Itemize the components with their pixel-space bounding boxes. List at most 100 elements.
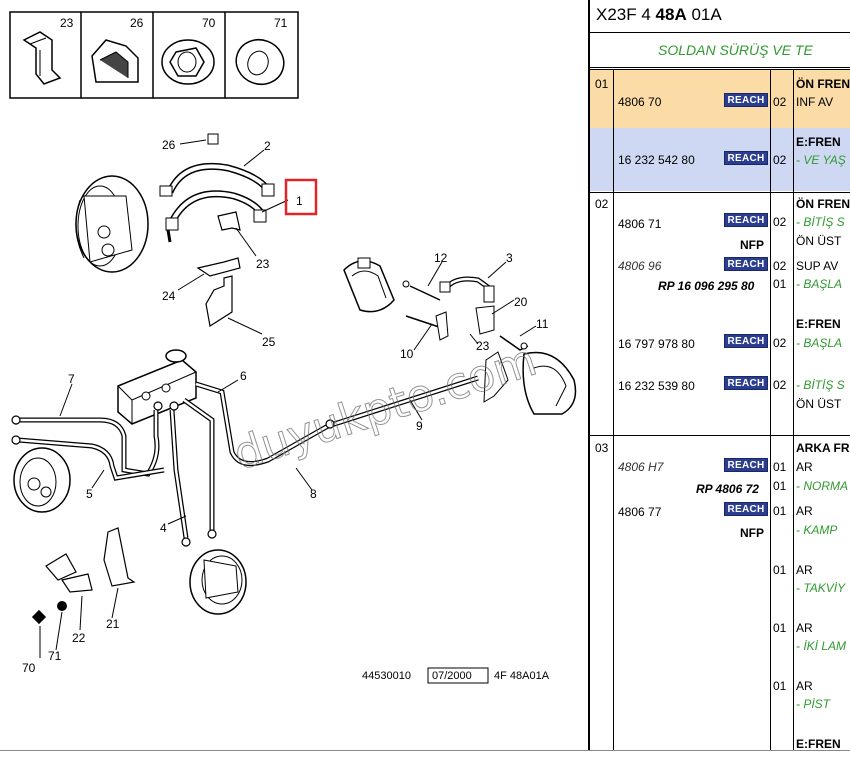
front-right-caliper[interactable] — [343, 257, 395, 313]
quantity: 02 — [773, 95, 787, 109]
callout-11[interactable]: 11 — [536, 317, 549, 331]
quantity: 02 — [773, 153, 787, 167]
callout-9[interactable]: 9 — [416, 419, 423, 433]
description-note: - NORMA — [796, 479, 848, 493]
part-number[interactable]: 4806 H7 — [618, 460, 664, 474]
reach-badge: REACH — [724, 93, 768, 107]
callout-21[interactable]: 21 — [106, 617, 120, 631]
front-brake-hoses[interactable] — [159, 162, 275, 243]
description-note: - VE YAŞ — [796, 153, 846, 167]
thumb-label-71: 71 — [274, 16, 288, 30]
callout-71[interactable]: 71 — [48, 649, 62, 663]
diagram-ref-code: 44530010 — [362, 670, 411, 682]
callout-box-highlight[interactable] — [284, 178, 318, 216]
description: ÖN ÜST — [796, 234, 842, 248]
nut-70-icon — [161, 39, 215, 85]
front-left-brake-disc[interactable] — [75, 175, 149, 273]
reach-badge: REACH — [724, 151, 768, 165]
callout-2[interactable]: 2 — [264, 139, 271, 153]
reach-badge: REACH — [724, 213, 768, 227]
diagram-canvas: 23 26 70 71 — [9, 11, 577, 684]
part-number[interactable]: 4806 70 — [618, 95, 662, 109]
description: AR — [796, 563, 813, 577]
part-number[interactable]: 16 232 542 80 — [618, 153, 695, 167]
callout-20[interactable]: 20 — [514, 295, 528, 309]
quantity: 02 — [773, 336, 787, 350]
bracket-23[interactable] — [217, 211, 241, 231]
rear-left-drum[interactable] — [13, 447, 71, 513]
reach-badge: REACH — [724, 257, 768, 271]
callout-26[interactable]: 26 — [162, 138, 176, 152]
bracket-25[interactable] — [205, 275, 233, 327]
quantity: 01 — [773, 504, 787, 518]
reach-badge: REACH — [724, 458, 768, 472]
description-note: - İKİ LAM — [796, 639, 847, 653]
nfp-flag: NFP — [740, 526, 764, 540]
description: AR — [796, 621, 813, 635]
description-note: - BAŞLA — [796, 277, 843, 291]
quantity: 02 — [773, 378, 787, 392]
rear-right-drum[interactable] — [189, 549, 247, 615]
callout-12[interactable]: 12 — [434, 251, 448, 265]
description: SUP AV — [796, 259, 839, 273]
ref-bold: 48A — [655, 5, 687, 24]
row-highlight-orange[interactable] — [590, 70, 850, 128]
description: ÖN ÜST — [796, 397, 842, 411]
group-number: 03 — [595, 441, 609, 455]
part-number[interactable]: 4806 71 — [618, 217, 662, 231]
brake-valve-block[interactable] — [117, 349, 197, 425]
thumbnail-strip: 23 26 70 71 — [9, 11, 299, 99]
callout-70[interactable]: 70 — [22, 661, 36, 675]
part-number[interactable]: 4806 77 — [618, 505, 662, 519]
callout-1[interactable]: 1 — [296, 194, 303, 208]
part-number[interactable]: 16 797 978 80 — [618, 337, 695, 351]
callout-5[interactable]: 5 — [86, 487, 93, 501]
quantity: 01 — [773, 621, 787, 635]
part-number[interactable]: 4806 96 — [618, 259, 662, 273]
callout-23b[interactable]: 23 — [476, 339, 490, 353]
description-heading: E:FREN — [796, 317, 841, 331]
row-highlight-blue[interactable] — [590, 128, 850, 191]
callout-4[interactable]: 4 — [160, 521, 167, 535]
description-note: - PİST — [796, 697, 831, 711]
replacement-part[interactable]: RP 4806 72 — [696, 482, 759, 496]
callout-3[interactable]: 3 — [506, 251, 513, 265]
description-note: - BİTİŞ S — [796, 378, 845, 392]
exploded-parts-diagram[interactable]: 23 26 70 71 — [0, 0, 588, 750]
description-heading: E:FREN — [796, 135, 841, 149]
clip-22[interactable] — [45, 553, 77, 581]
quantity: 02 — [773, 215, 787, 229]
front-right-disc[interactable] — [522, 351, 577, 415]
quantity: 01 — [773, 563, 787, 577]
callout-10[interactable]: 10 — [400, 347, 414, 361]
bracket-24[interactable] — [196, 257, 241, 277]
panel-divider — [588, 0, 590, 750]
bottom-rule — [0, 750, 850, 751]
callout-22[interactable]: 22 — [72, 631, 86, 645]
quantity: 02 — [773, 259, 787, 273]
bracket-21[interactable] — [103, 527, 136, 587]
quantity: 01 — [773, 479, 787, 493]
callout-23[interactable]: 23 — [256, 257, 270, 271]
nut-70[interactable] — [31, 609, 47, 625]
parts-list-panel[interactable]: X23F 4 48A 01A SOLDAN SÜRÜŞ VE TE 01 480… — [590, 0, 850, 750]
description-heading: ÖN FREN — [796, 77, 850, 91]
callout-7[interactable]: 7 — [68, 372, 75, 386]
washer-71[interactable] — [57, 601, 67, 611]
callout-6[interactable]: 6 — [240, 369, 247, 383]
group-number: 02 — [595, 197, 609, 211]
diagram-variant: 4F 48A01A — [494, 670, 550, 682]
reach-badge: REACH — [724, 376, 768, 390]
description: AR — [796, 679, 813, 693]
ref-suffix: 01A — [686, 5, 722, 24]
brake-pipes[interactable] — [17, 375, 479, 539]
replacement-part[interactable]: RP 16 096 295 80 — [658, 279, 755, 293]
reach-badge: REACH — [724, 334, 768, 348]
part-number[interactable]: 16 232 539 80 — [618, 379, 695, 393]
callout-8[interactable]: 8 — [310, 487, 317, 501]
description: AR — [796, 504, 813, 518]
callout-25[interactable]: 25 — [262, 335, 276, 349]
callout-24[interactable]: 24 — [162, 289, 176, 303]
grommet-26-icon — [91, 39, 139, 83]
description-note: - BİTİŞ S — [796, 215, 845, 229]
